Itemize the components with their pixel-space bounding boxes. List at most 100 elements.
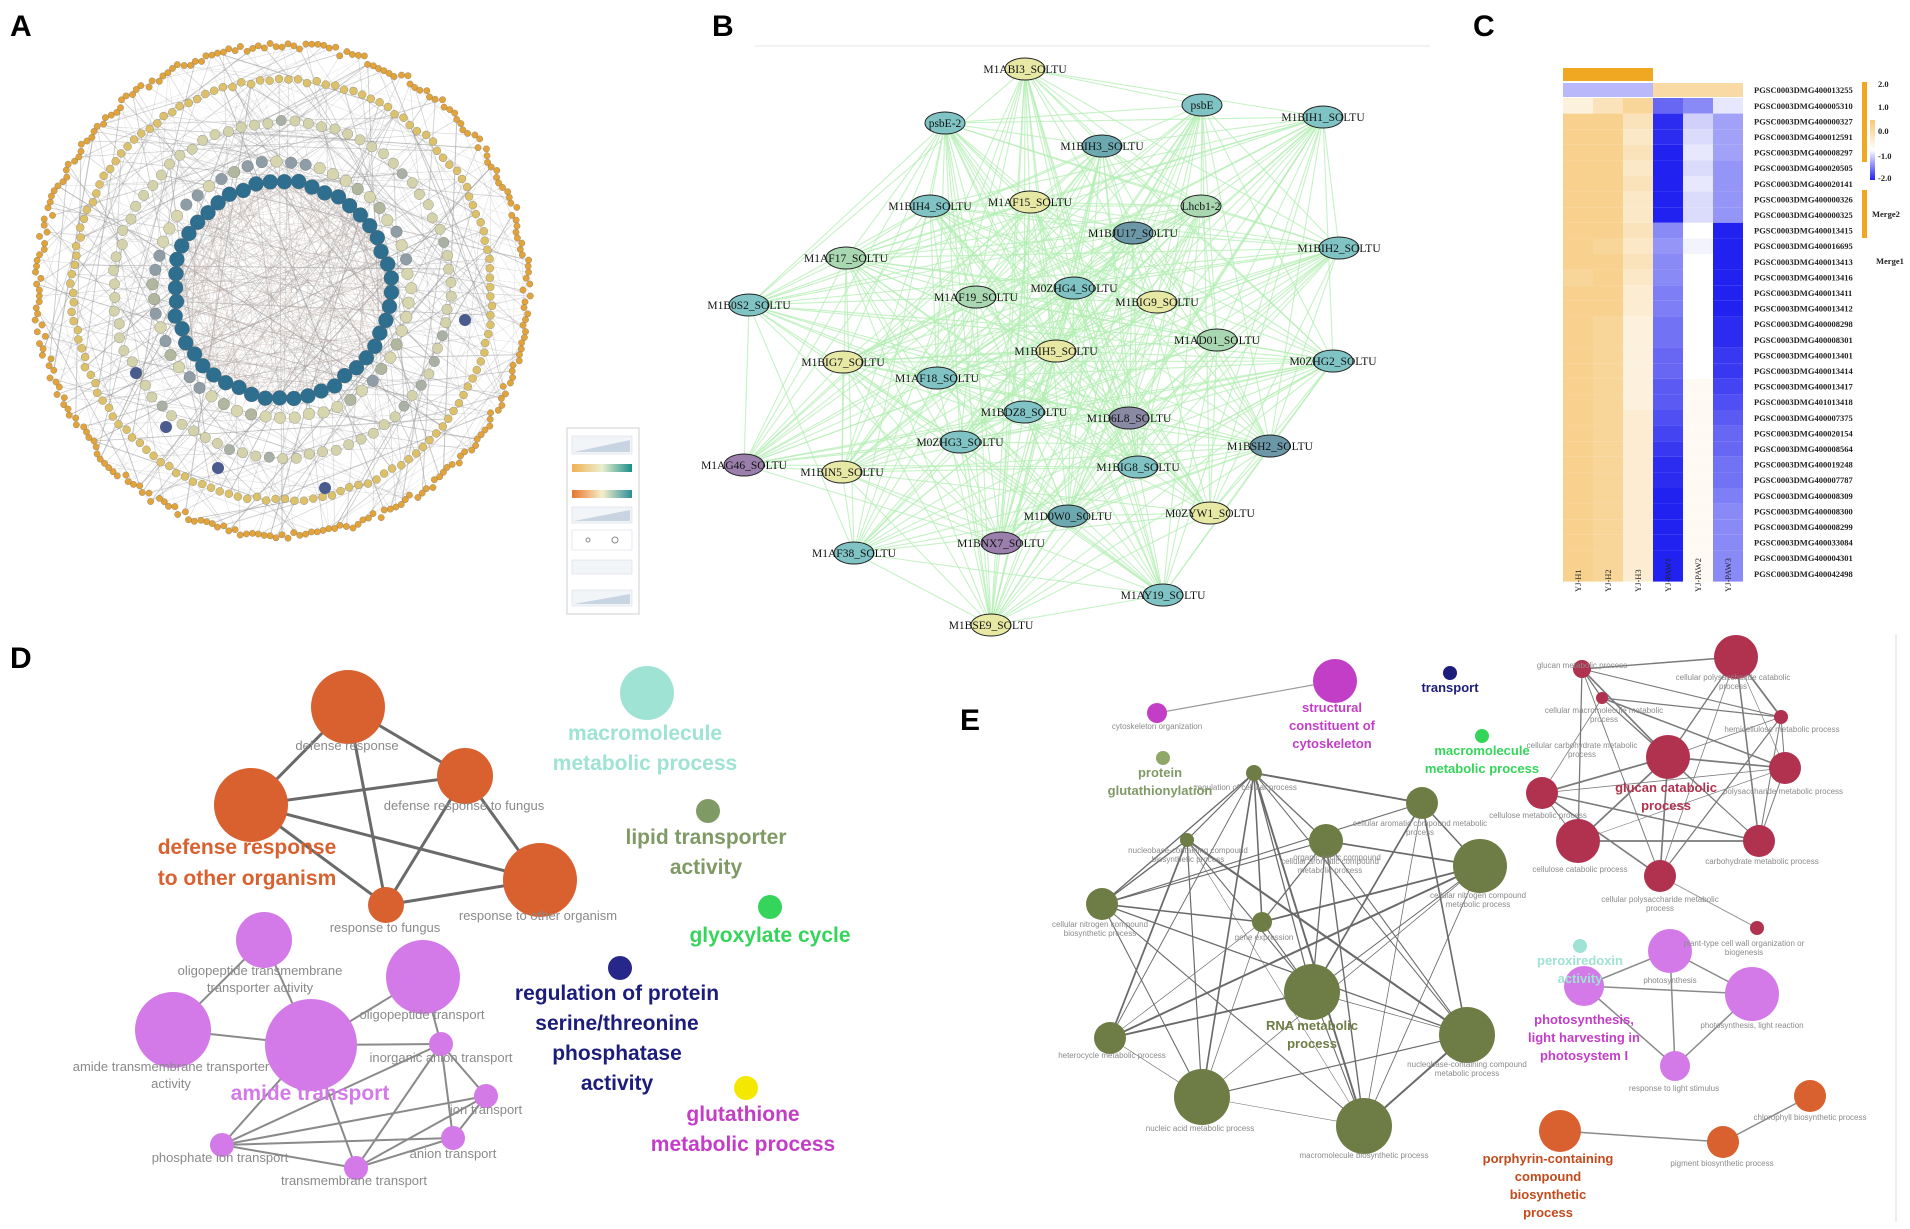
network-node <box>72 251 81 260</box>
network-edge <box>463 222 481 396</box>
network-node <box>70 260 79 270</box>
network-node <box>74 335 83 344</box>
cluster-edge <box>355 1043 442 1169</box>
gene-id-label: PGSC0003DMG400020141 <box>1754 179 1853 189</box>
network-edge <box>232 193 376 345</box>
network-edge <box>990 445 1271 626</box>
network-edge <box>209 197 227 370</box>
heatmap-cell <box>1653 566 1683 582</box>
panel-d-label: D <box>10 642 32 675</box>
network-edge <box>184 243 312 395</box>
network-edge <box>178 257 256 395</box>
network-node <box>290 529 298 536</box>
heatmap-cell <box>1653 488 1683 504</box>
network-node <box>432 146 442 155</box>
heatmap-cell <box>1593 378 1623 395</box>
network-node <box>64 160 72 168</box>
network-edge <box>86 209 385 511</box>
network-edge <box>269 214 361 536</box>
network-edge <box>743 350 1057 466</box>
network-node <box>259 410 272 423</box>
network-node <box>156 458 165 467</box>
network-edge <box>149 128 479 148</box>
network-edge <box>239 188 319 390</box>
network-edge <box>842 350 1057 363</box>
network-node <box>156 494 163 502</box>
network-edge <box>93 440 267 502</box>
network-edge <box>323 190 341 382</box>
network-edge <box>748 304 938 379</box>
network-node <box>48 192 55 200</box>
network-edge <box>174 277 317 393</box>
cluster-edge <box>1311 802 1423 993</box>
heatmap-cell <box>1713 113 1743 130</box>
go-term-node <box>1714 635 1758 679</box>
heatmap-cell <box>1623 363 1653 379</box>
network-node <box>39 351 46 359</box>
network-node <box>188 425 200 437</box>
network-node <box>99 171 108 180</box>
heatmap-cell <box>1713 472 1743 488</box>
network-edge <box>959 232 1134 443</box>
network-edge <box>197 222 363 391</box>
network-node <box>175 102 184 111</box>
network-node <box>401 496 409 503</box>
network-node <box>405 282 418 295</box>
network-node <box>167 280 184 296</box>
gene-id-label: PGSC0003DMG400008301 <box>1754 335 1853 345</box>
gene-id-label: PGSC0003DMG401013418 <box>1754 397 1853 407</box>
network-edge <box>845 205 931 259</box>
network-node <box>317 406 330 419</box>
heatmap-cell <box>1653 425 1683 442</box>
network-edge <box>401 330 520 355</box>
network-edge <box>162 241 499 411</box>
network-node <box>113 472 121 480</box>
heatmap-cell <box>1593 534 1623 551</box>
heatmap-cell <box>1563 363 1593 379</box>
gene-node-label: M1ABI3_SOLTU <box>983 64 1067 76</box>
network-edge <box>228 268 450 532</box>
network-node <box>98 396 107 405</box>
network-edge <box>208 210 243 391</box>
network-node <box>354 520 362 528</box>
network-node <box>266 40 274 47</box>
network-edge <box>55 128 336 383</box>
network-node <box>46 198 54 206</box>
network-edge <box>1073 287 1164 596</box>
network-node <box>471 209 480 219</box>
network-node <box>487 409 494 417</box>
network-edge <box>184 336 261 396</box>
network-node <box>512 216 520 224</box>
heatmap-cell <box>1713 363 1743 379</box>
go-term-node <box>1526 777 1558 809</box>
network-edge <box>118 424 141 487</box>
network-node <box>95 180 104 189</box>
cluster-edge <box>1201 772 1255 1098</box>
heatmap-cell <box>1593 144 1623 161</box>
network-edge <box>1024 68 1324 118</box>
network-edge <box>936 350 1057 379</box>
network-edge <box>270 182 273 398</box>
network-edge <box>52 99 443 216</box>
network-edge <box>259 47 330 81</box>
network-edge <box>108 467 418 498</box>
go-term-node <box>1336 1098 1392 1154</box>
network-edge <box>235 192 385 256</box>
network-node <box>209 86 219 95</box>
heatmap-cell <box>1623 441 1653 457</box>
network-edge <box>439 342 522 478</box>
network-edge <box>238 191 260 396</box>
heatmap-cell <box>1623 238 1653 254</box>
network-node <box>191 57 199 65</box>
network-edge <box>198 201 345 359</box>
network-edge <box>429 96 522 244</box>
network-edge <box>944 104 1203 124</box>
network-node <box>325 44 333 52</box>
network-node <box>165 502 172 510</box>
network-node <box>343 439 355 451</box>
network-edge <box>348 348 438 445</box>
network-edge <box>80 151 473 451</box>
network-node <box>214 49 221 57</box>
network-edge <box>223 198 340 382</box>
network-node <box>480 236 489 245</box>
